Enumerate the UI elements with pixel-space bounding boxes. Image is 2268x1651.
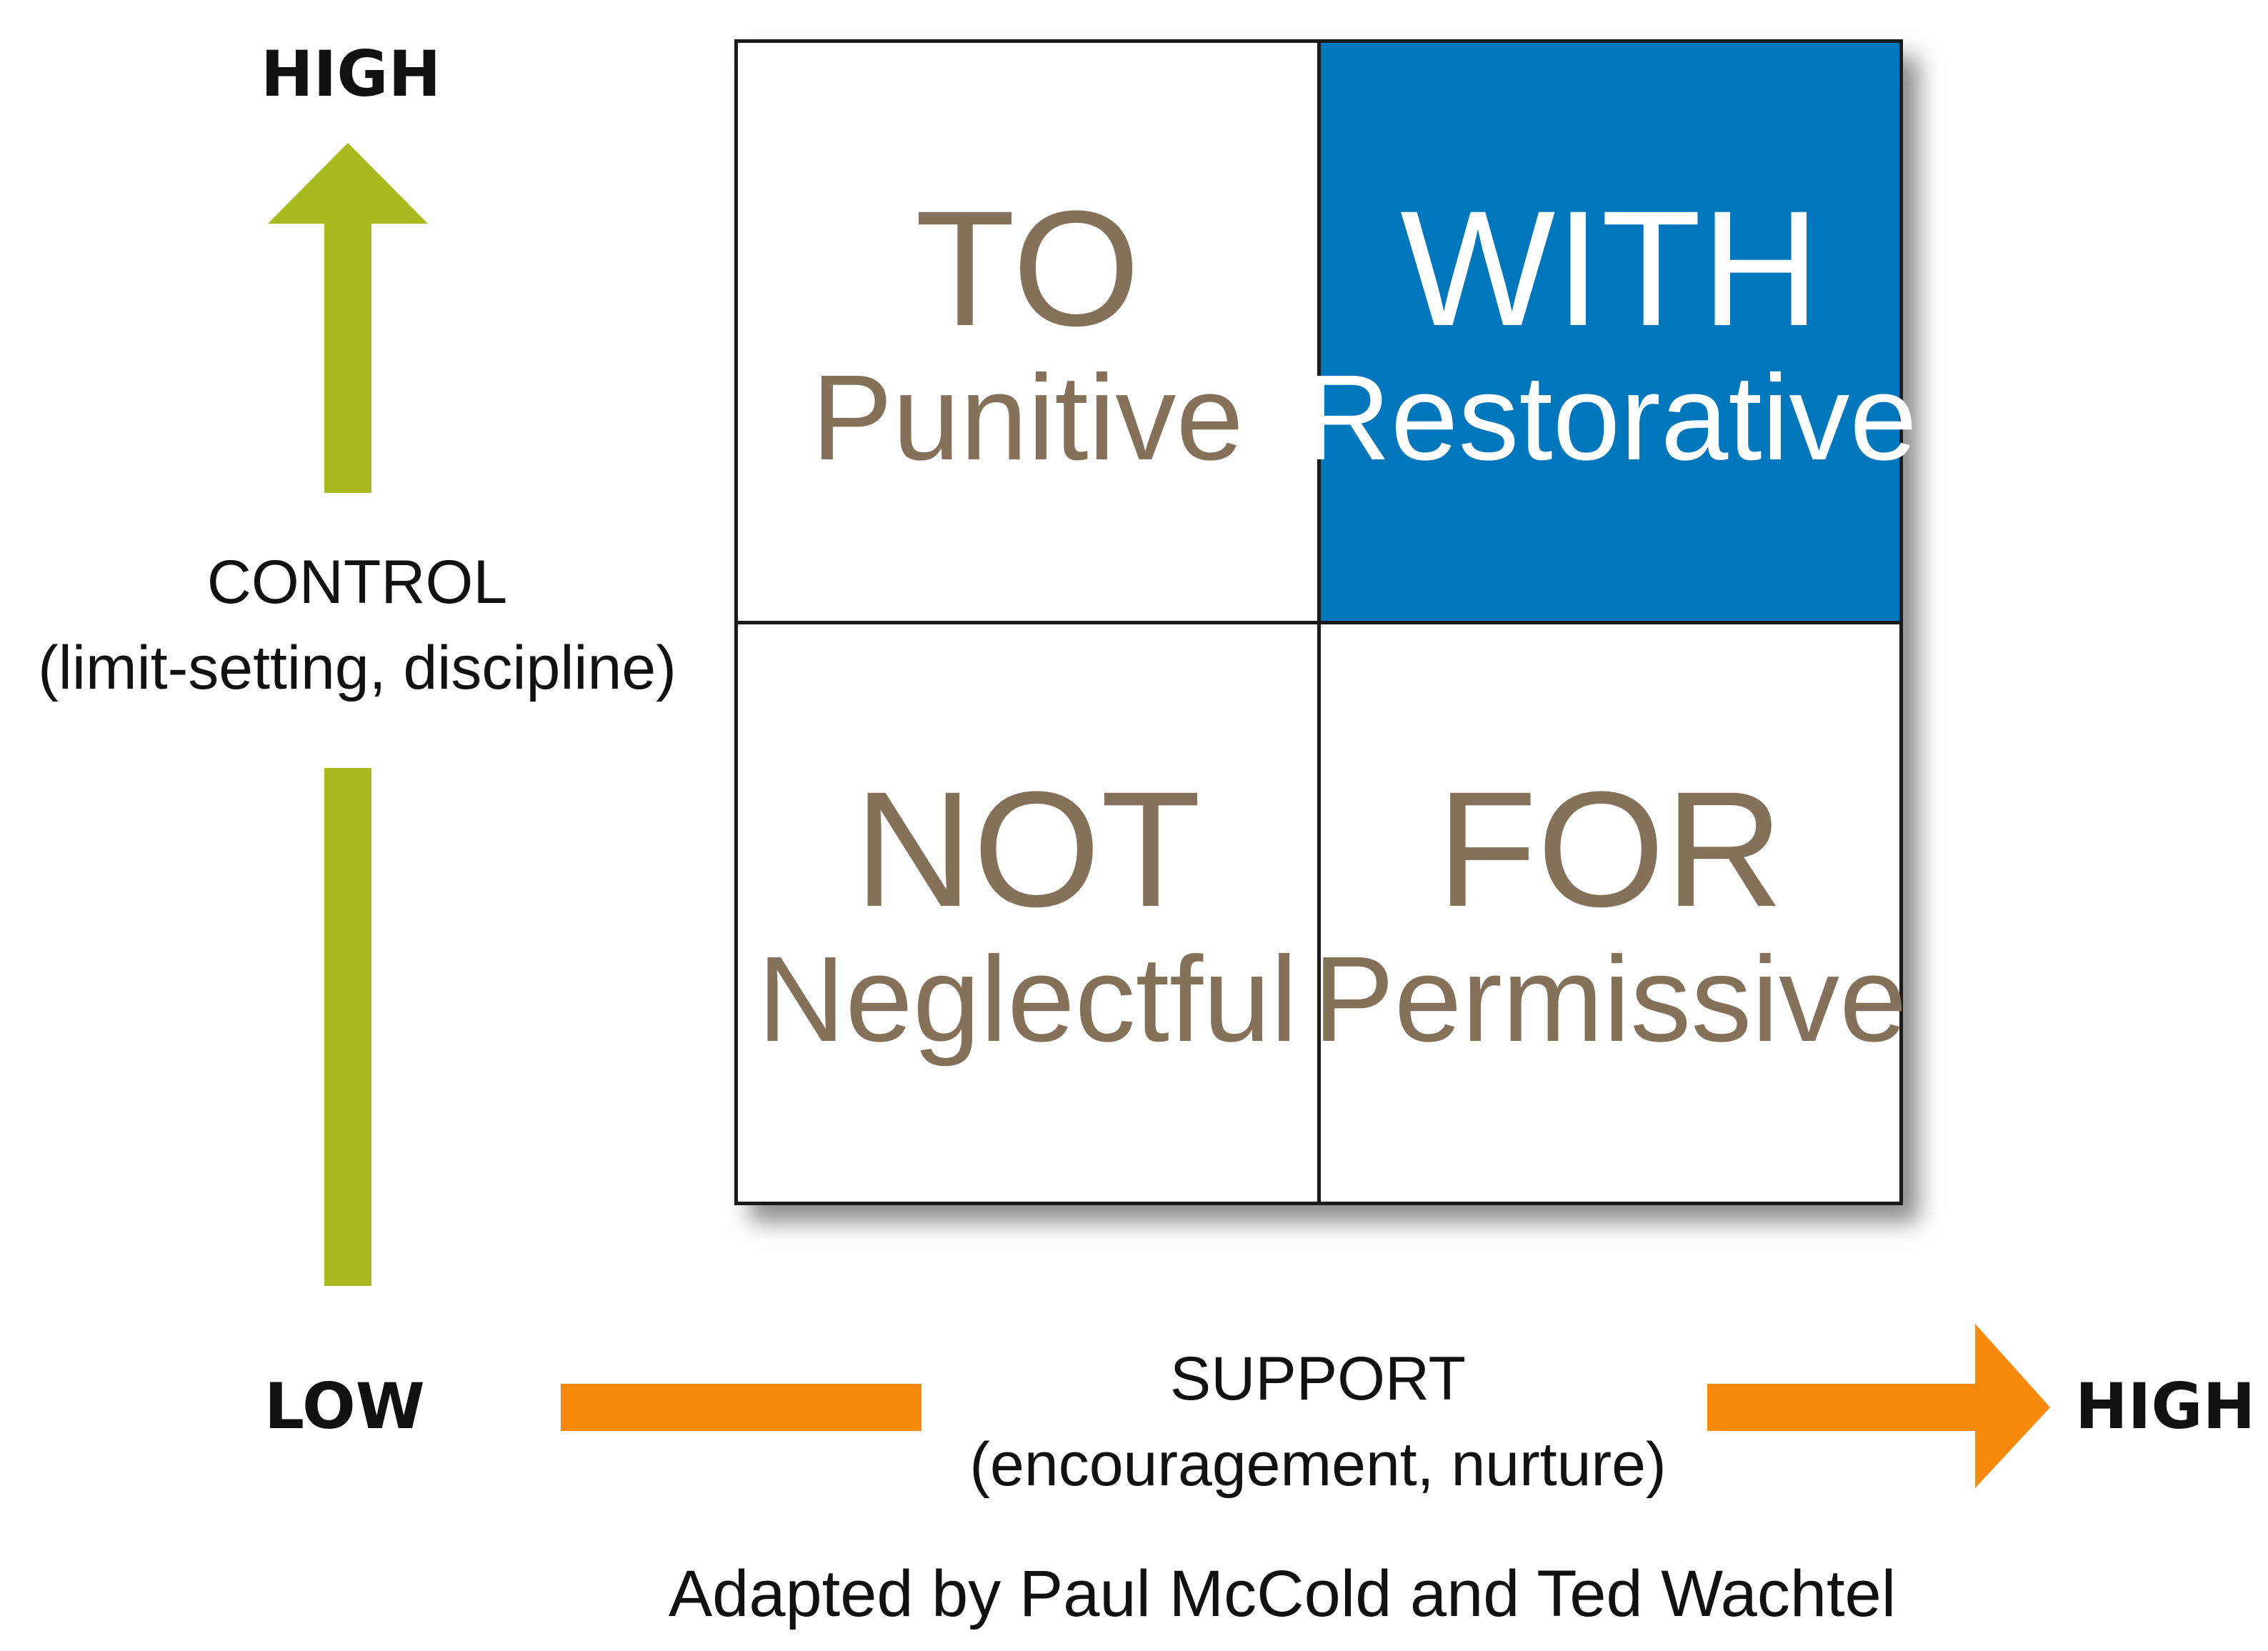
quadrant-grid: TO Punitive WITH Restorative NOT Neglect… [734, 39, 1917, 1205]
quadrant-to-title: TO [914, 176, 1141, 360]
low-label: LOW [264, 1370, 425, 1443]
control-arrow-head [268, 143, 428, 224]
control-axis-title: CONTROL [206, 548, 508, 617]
control-arrow-upper-shaft [324, 218, 371, 493]
control-axis-subtitle: (limit-setting, discipline) [38, 634, 676, 703]
quadrant-to-subtitle: Punitive [811, 350, 1244, 486]
quadrant-for-title: FOR [1437, 757, 1784, 941]
quadrant-not: NOT Neglectful [734, 621, 1321, 1205]
quadrant-for-subtitle: Permissive [1313, 931, 1907, 1067]
quadrant-with-subtitle: Restorative [1303, 350, 1917, 486]
quadrant-not-subtitle: Neglectful [757, 931, 1298, 1067]
control-high-label: HIGH [261, 37, 441, 111]
support-arrow-left-shaft [561, 1384, 921, 1431]
support-axis-title: SUPPORT [1169, 1345, 1467, 1413]
control-axis-label: CONTROL (limit-setting, discipline) [0, 539, 714, 712]
support-arrow-head [1975, 1324, 2050, 1488]
quadrant-not-title: NOT [854, 757, 1202, 941]
quadrant-to: TO Punitive [734, 39, 1321, 624]
quadrant-with-title: WITH [1400, 176, 1820, 360]
support-axis-subtitle: (encouragement, nurture) [969, 1430, 1667, 1500]
support-arrow-right-shaft [1707, 1384, 1982, 1431]
quadrant-with: WITH Restorative [1303, 39, 1917, 624]
quadrant-for: FOR Permissive [1313, 621, 1907, 1205]
support-high-label: HIGH [2075, 1370, 2256, 1443]
control-arrow-lower-shaft [324, 768, 371, 1286]
support-axis-label: SUPPORT (encouragement, nurture) [871, 1336, 1764, 1508]
credit-line: Adapted by Paul McCold and Ted Wachtel [668, 1557, 1897, 1630]
